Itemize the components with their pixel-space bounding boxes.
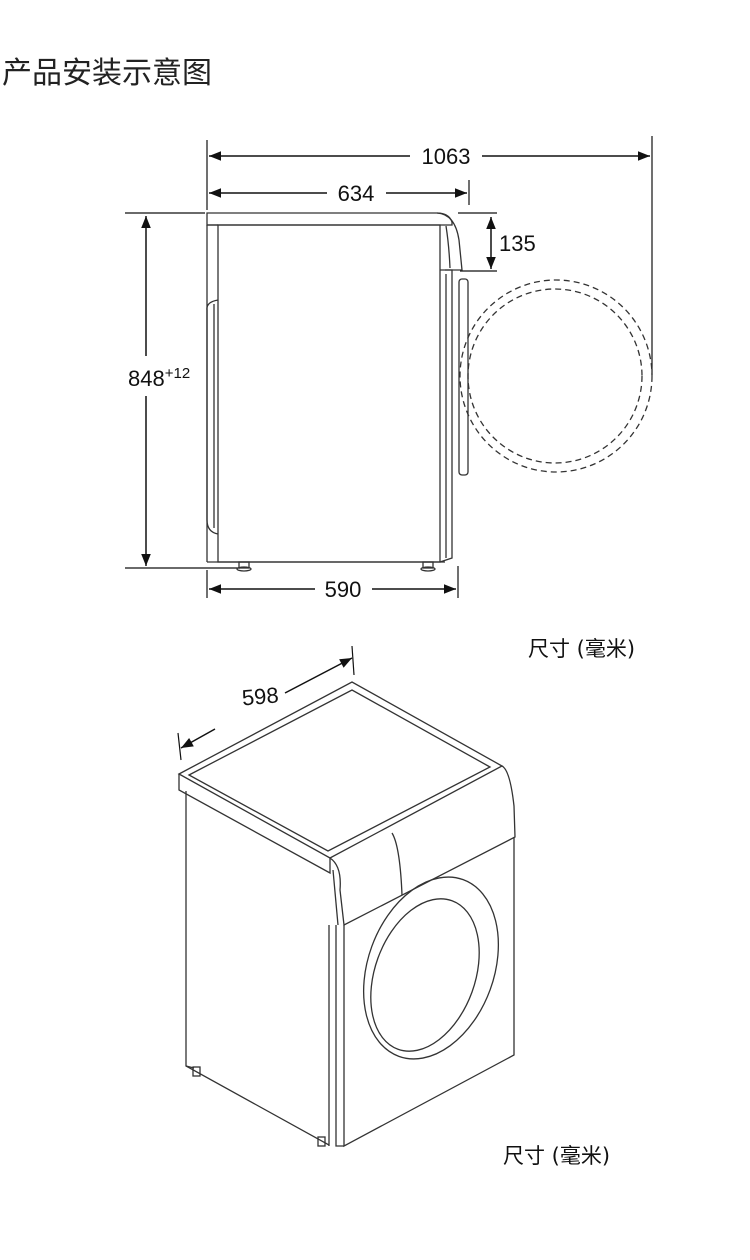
side-back-bulge — [206, 299, 219, 535]
side-unit-label: 尺寸 (毫米) — [528, 637, 635, 661]
iso-view: 598 — [177, 645, 610, 1168]
page-title: 产品安装示意图 — [2, 56, 212, 91]
side-body — [217, 224, 441, 563]
dim-135-label: 135 — [499, 231, 536, 256]
side-foot-front — [422, 561, 434, 569]
side-foot-rear — [238, 561, 250, 569]
door-swing-outer — [459, 279, 653, 473]
dim-598-label: 598 — [241, 682, 280, 710]
iso-door-glass — [370, 898, 480, 1052]
side-front-panel — [439, 269, 453, 563]
dim-598-left-arrow — [180, 728, 216, 749]
iso-top-plate-inset — [187, 689, 492, 852]
dim-848-tolerance: +12 — [165, 365, 190, 382]
side-control-panel-inner — [445, 225, 451, 269]
iso-front-face — [343, 837, 515, 1148]
side-view: 1063 634 135 848+12 590 — [125, 136, 653, 661]
dim-848-value: 848 — [128, 366, 165, 391]
iso-left-side — [185, 791, 330, 1146]
door-swing-inner — [467, 288, 643, 464]
iso-foot-left — [192, 1066, 201, 1077]
iso-panel-divider — [391, 832, 403, 896]
door-swing-arc — [459, 279, 653, 473]
dim-848-label: 848+12 — [128, 365, 190, 391]
machine-iso-outline — [177, 681, 516, 1148]
side-top-plate — [206, 212, 453, 226]
iso-unit-label: 尺寸 (毫米) — [503, 1144, 610, 1168]
dim-598-ext-left — [177, 732, 182, 761]
dim-634-label: 634 — [338, 181, 375, 206]
dim-590-label: 590 — [325, 577, 362, 602]
iso-top-plate — [177, 681, 504, 859]
dim-598-right-arrow — [284, 657, 353, 694]
side-control-panel — [436, 212, 463, 271]
iso-foot-mid — [317, 1136, 326, 1147]
machine-side-outline — [206, 212, 469, 572]
dim-1063-label: 1063 — [422, 144, 471, 169]
dim-598-ext-right — [351, 645, 355, 676]
iso-door-outer — [362, 876, 500, 1060]
